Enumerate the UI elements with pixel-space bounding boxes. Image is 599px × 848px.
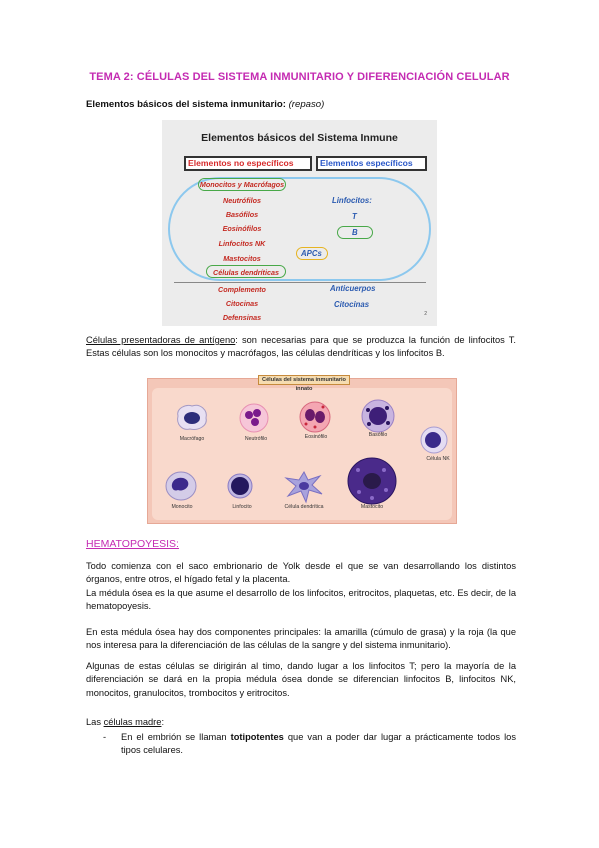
immune-elements-figure: Elementos básicos del Sistema Inmune Ele… — [162, 120, 437, 326]
apc-text: : son necesarias para que se produzca la… — [86, 335, 516, 359]
hematopoyesis-heading: HEMATOPOYESIS: — [86, 538, 179, 550]
slide-page-number: 2 — [424, 311, 427, 317]
apcs-highlight — [296, 247, 328, 260]
monocyte-cell: Monocito — [164, 470, 198, 510]
stem-label: células madre — [103, 717, 162, 727]
b-cell-highlight — [337, 226, 373, 239]
innate-cells-figure: Macrófago Neutrófilo Eosinófilo Basófi — [147, 375, 457, 524]
humoral-nonspecific: Complemento — [218, 285, 266, 294]
nonspecific-item: Células dendríticas — [213, 268, 279, 277]
stem-cells-intro: Las células madre: — [86, 716, 516, 729]
stem-suffix: : — [161, 717, 165, 727]
humoral-nonspecific: Citocinas — [225, 299, 259, 308]
cell-label: Mastocito — [360, 504, 384, 510]
figure2-title: Células del sistema inmunitario innato — [258, 375, 350, 392]
apc-term: Células presentadoras de antígeno — [86, 335, 236, 345]
bullet-text: En el embrión se llaman — [121, 732, 231, 742]
subheading-note: (repaso) — [288, 99, 325, 110]
eosinophil-image — [299, 401, 331, 433]
nk-cell-image — [420, 426, 448, 454]
cell-label: Célula dendrítica — [284, 504, 324, 510]
specific-item: Linfocitos: — [332, 196, 372, 205]
apc-paragraph: Células presentadoras de antígeno: son n… — [86, 334, 516, 361]
nonspecific-item: Eosinófilos — [222, 224, 262, 233]
subheading: Elementos básicos del sistema inmunitari… — [86, 99, 324, 110]
figure1-title: Elementos básicos del Sistema Inmune — [201, 132, 398, 144]
paragraph-line: Todo comienza con el saco embrionario de… — [86, 561, 516, 585]
bullet-text: que van a poder dar lugar a prácticament… — [121, 732, 516, 756]
lymphocyte-image — [227, 473, 253, 499]
cell-label: Célula NK — [426, 456, 450, 462]
nonspecific-header: Elementos no específicos — [184, 156, 312, 171]
specific-item: T — [352, 212, 357, 221]
apcs-label: APCs — [301, 249, 322, 258]
dendritic-highlight — [206, 265, 286, 278]
humoral-divider — [174, 282, 426, 283]
basophil-cell: Basófilo — [360, 398, 396, 438]
hematopoyesis-paragraph-1: Todo comienza con el saco embrionario de… — [86, 560, 516, 614]
monocytes-highlight — [198, 178, 286, 191]
lymphocyte-cell: Linfocito — [226, 472, 254, 510]
cell-label: Neutrófilo — [244, 436, 268, 442]
mast-cell: Mastocito — [346, 456, 398, 510]
nonspecific-item: Neutrófilos — [223, 196, 261, 205]
cell-label: Monocito — [171, 504, 193, 510]
totipotent-term: totipotentes — [230, 732, 284, 742]
monocyte-image — [165, 471, 197, 501]
bullet-dash: - — [103, 732, 107, 742]
subheading-text: Elementos básicos del sistema inmunitari… — [86, 99, 286, 110]
neutrophil-image — [239, 403, 269, 433]
macrophage-image — [177, 404, 207, 430]
neutrophil-cell: Neutrófilo — [238, 402, 270, 442]
paragraph-line: La médula ósea es la que asume el desarr… — [86, 587, 516, 612]
mast-cell-image — [347, 457, 397, 505]
totipotent-bullet: En el embrión se llaman totipotentes que… — [121, 731, 516, 758]
hematopoyesis-paragraph-2: En esta médula ósea hay dos componentes … — [86, 627, 516, 651]
cell-label: Linfocito — [232, 504, 252, 510]
nonspecific-item: Monocitos y Macrófagos — [199, 180, 285, 189]
specific-header: Elementos específicos — [316, 156, 427, 171]
eosinophil-cell: Eosinófilo — [298, 400, 332, 440]
hematopoyesis-paragraph-3: Algunas de estas células se dirigirán al… — [86, 661, 516, 698]
stem-prefix: Las — [86, 717, 104, 727]
page-title: TEMA 2: CÉLULAS DEL SISTEMA INMUNITARIO … — [89, 71, 510, 83]
cellular-elements-oval — [168, 177, 431, 281]
humoral-specific: Anticuerpos — [330, 284, 376, 293]
specific-item: B — [352, 228, 358, 237]
cell-label: Eosinófilo — [304, 434, 328, 440]
cell-label: Basófilo — [368, 432, 388, 438]
humoral-nonspecific: Defensinas — [222, 313, 262, 322]
nk-cell: Célula NK — [420, 426, 450, 462]
nonspecific-item: Basófilos — [225, 210, 259, 219]
cell-label: Macrófago — [179, 436, 205, 442]
innate-cells-panel: Macrófago Neutrófilo Eosinófilo Basófi — [152, 388, 452, 520]
nonspecific-item: Linfocitos NK — [218, 239, 266, 248]
dendritic-cell: Célula dendrítica — [284, 466, 324, 510]
macrophage-cell: Macrófago — [174, 402, 210, 442]
humoral-specific: Citocinas — [334, 300, 370, 309]
nonspecific-item: Mastocitos — [223, 254, 261, 263]
dendritic-cell-image — [284, 470, 323, 504]
basophil-image — [361, 399, 395, 433]
